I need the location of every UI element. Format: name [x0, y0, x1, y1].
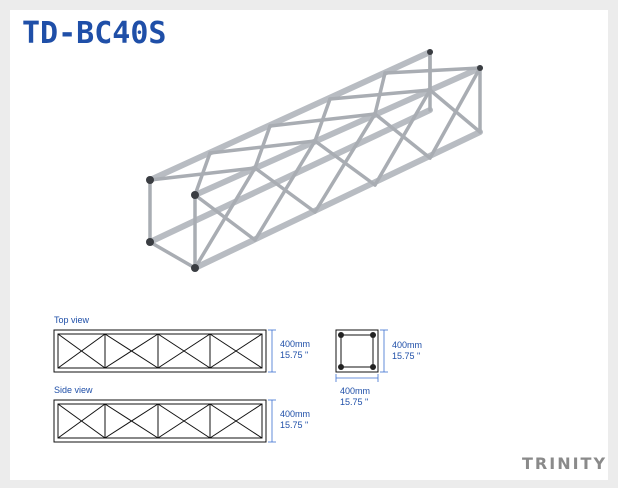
- top-view-dim-in: 15.75 ": [280, 350, 309, 360]
- top-view-label: Top view: [54, 315, 90, 325]
- truss-3d-illustration: [146, 49, 483, 272]
- brand-logo-text: TRINITY: [522, 454, 608, 473]
- product-title: TD-BC40S: [22, 16, 167, 51]
- top-view-drawing: [53, 329, 388, 443]
- section-width-dimension: 400mm 15.75 ": [340, 386, 370, 408]
- side-view-dimension: 400mm 15.75 ": [280, 409, 310, 431]
- spec-sheet: TD-BC40S: [10, 10, 608, 480]
- section-height-mm: 400mm: [392, 340, 423, 350]
- section-height-in: 15.75 ": [392, 351, 421, 361]
- top-view-dimension: 400mm 15.75 ": [280, 339, 310, 361]
- side-view-dim-mm: 400mm: [280, 409, 311, 419]
- side-view-dim-in: 15.75 ": [280, 420, 309, 430]
- section-width-in: 15.75 ": [340, 397, 369, 407]
- section-width-mm: 400mm: [340, 386, 371, 396]
- side-view-label: Side view: [54, 385, 93, 395]
- section-height-dimension: 400mm 15.75 ": [392, 340, 422, 362]
- top-view-dim-mm: 400mm: [280, 339, 311, 349]
